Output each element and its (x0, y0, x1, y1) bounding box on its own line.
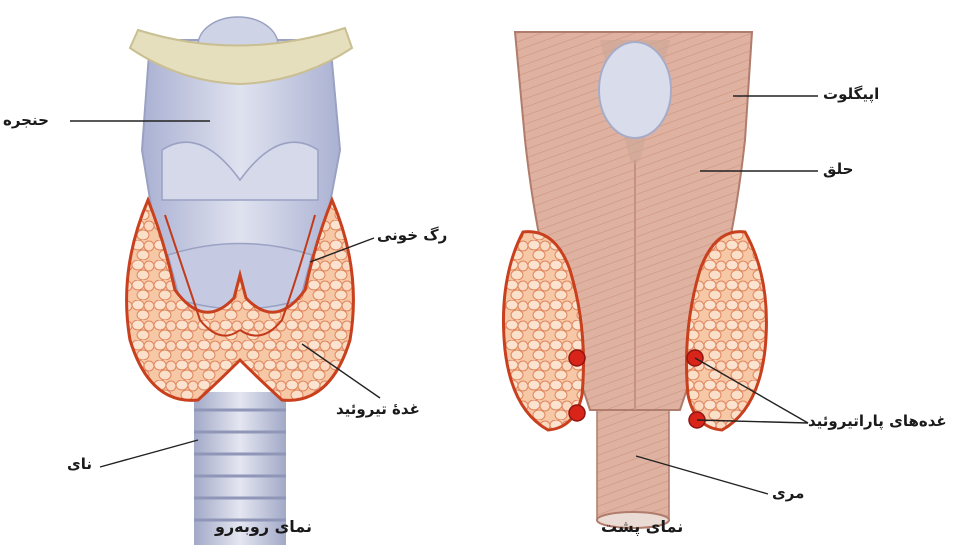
label-thyroid-gland: غدهٔ تیروئید (336, 402, 420, 417)
caption-front-view: نمای روبه‌رو (215, 519, 312, 535)
label-parathyroid-glands: غده‌های پاراتیروئید (808, 414, 947, 429)
label-trachea: نای (67, 457, 92, 472)
label-larynx: حنجره (3, 113, 49, 128)
esophagus-illustration (597, 410, 669, 528)
front-view-illustration (127, 17, 354, 545)
leader-trachea (100, 440, 198, 467)
label-epiglottis: اپیگلوت (823, 87, 879, 102)
epiglottis-shape (599, 42, 671, 138)
label-esophagus: مری (772, 486, 804, 501)
label-blood-vessel: رگ خونی (377, 228, 447, 243)
caption-back-view: نمای پشت (601, 519, 683, 535)
label-pharynx: حلق (823, 162, 853, 177)
back-view-illustration (503, 32, 766, 528)
